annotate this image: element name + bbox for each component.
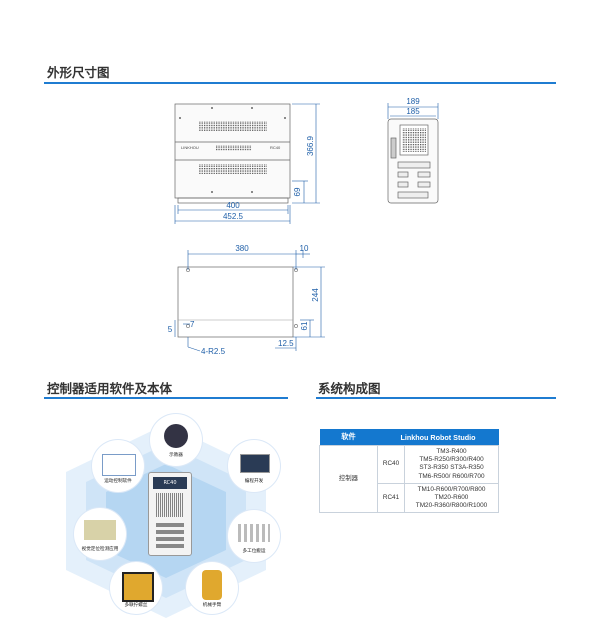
front-vent-top [199,121,267,131]
dim-bottom-hole-spacing: 380 [235,244,249,253]
dimensions-title: 外形尺寸图 [47,65,110,80]
dim-bottom-edge-offset: 10 [300,244,309,253]
node-label: 多工位搬运 [242,548,266,553]
node-motion-software: 运动控制软件 [92,440,144,492]
robot-model: TM20-R600 [434,494,469,502]
robot-model: TM20-R360/R800/R1000 [415,502,488,510]
node-multi-station: 多工位搬运 [228,510,280,562]
dim-front-height: 366.9 [306,135,315,156]
node-robot-arm: 机械手臂 [186,562,238,614]
software-diagram: RC40 示教器 编程开发 多工位搬运 机械手臂 多联拧螺丝 视觉定位检测应用 … [44,410,288,622]
node-label: 示教器 [169,452,183,457]
screw-machine-icon [122,572,154,602]
dim-side-depth-inner: 185 [406,107,420,116]
front-view-foot [177,197,289,204]
robot-model: TM5-R250/R300/R400 [419,456,484,464]
table-header-software: 软件 [319,429,378,446]
controller-vent [156,493,184,517]
software-window-icon [102,454,136,476]
dim-side-depth-outer: 189 [406,97,420,106]
node-screw-driving: 多联拧螺丝 [110,562,162,614]
system-title-rule [316,397,556,399]
system-table: 软件 Linkhou Robot Studio 控制器 RC40 TM3-R40… [319,429,499,514]
controller-ports [156,523,184,549]
robot-model: TM3-R400 [436,448,467,455]
table-model: RC41 [377,482,405,514]
dim-front-width-inner: 400 [226,201,240,210]
controller-panel: RC40 [153,477,187,489]
robot-model: ST3-R350 ST3A-R350 [419,464,484,472]
node-programming: 编程开发 [228,440,280,492]
table-header-studio: Linkhou Robot Studio [377,429,499,446]
dim-front-width-outer: 452.5 [223,212,244,221]
robot-arm-icon [202,570,222,600]
front-brand-right: RC40 [270,145,281,150]
dim-bottom-depth: 244 [311,288,320,302]
controller-unit: RC40 [148,472,192,556]
front-vent-bottom [199,164,267,174]
node-label: 视觉定位检测应用 [81,546,119,551]
dim-bottom-hole-x: 12.5 [278,339,294,348]
front-brand-left: LINKHOU [181,145,199,150]
node-label: 编程开发 [244,478,264,483]
system-title: 系统构成图 [318,381,381,396]
table-row-group: 控制器 [319,444,378,514]
dim-bottom-hole-offset: 61 [300,321,309,330]
table-robots: TM3-R400 TM5-R250/R300/R400 ST3-R350 ST3… [404,445,499,484]
table-row: RC41 TM10-R600/R700/R800 TM20-R600 TM20-… [320,482,499,514]
software-title: 控制器适用软件及本体 [47,381,173,396]
station-icon [238,524,270,542]
robot-model: TM10-R600/R700/R800 [417,485,486,493]
vision-icon [84,520,116,540]
table-model: RC40 [377,445,405,484]
table-robots: TM10-R600/R700/R800 TM20-R600 TM20-R360/… [404,482,499,514]
software-title-rule [44,397,288,399]
node-label: 机械手臂 [202,602,222,607]
node-label: 运动控制软件 [104,478,132,483]
dim-bottom-foot-height: 5 [168,325,173,334]
dim-bottom-hole-spec: 4-R2.5 [201,347,226,356]
node-teach-pendant: 示教器 [150,414,202,466]
robot-model: TM6-R500/ R600/R700 [418,472,485,480]
table-row: 控制器 RC40 TM3-R400 TM5-R250/R300/R400 ST3… [319,444,499,514]
dimension-drawings: LINKHOU RC40 400 452.5 366.9 69 [168,97,439,356]
teach-pendant-icon [164,424,188,448]
dim-front-foot: 69 [293,187,302,196]
node-label: 多联拧螺丝 [124,602,148,607]
node-vision: 视觉定位检测应用 [74,508,126,560]
bottom-view-body [177,266,294,338]
front-vent-mid [216,145,252,151]
laptop-icon [240,454,270,473]
dim-bottom-hole-y: 7 [190,320,195,329]
dimensions-title-rule [44,82,556,84]
